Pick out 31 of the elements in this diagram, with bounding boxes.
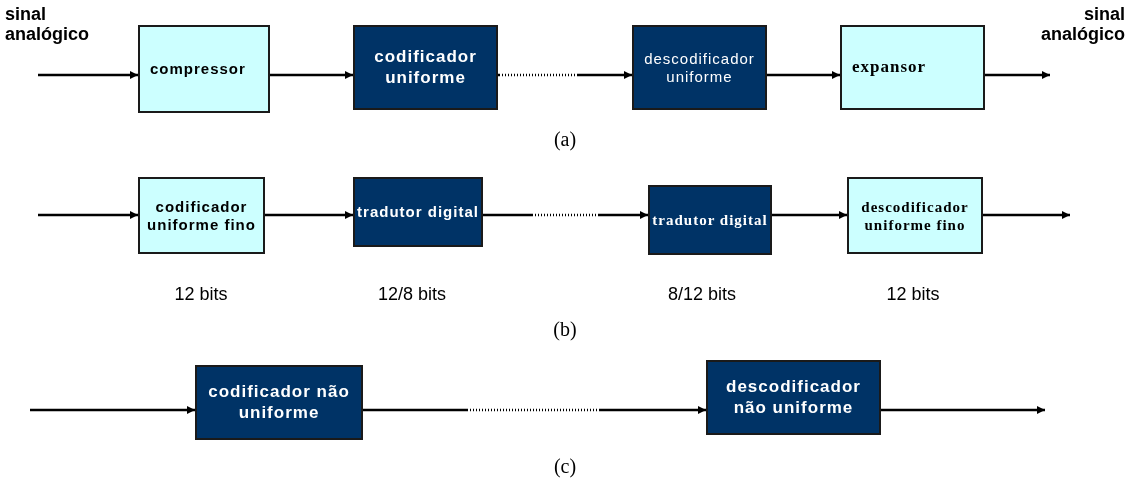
bit-count-label: 12 bits [885, 284, 941, 305]
arrow [30, 406, 195, 414]
process-box: codificador não uniforme [195, 365, 363, 440]
arrow [363, 406, 706, 414]
arrow [772, 211, 847, 219]
arrow [483, 211, 648, 219]
bit-count-label: 8/12 bits [666, 284, 737, 305]
process-box: descodificador não uniforme [706, 360, 881, 435]
arrow [881, 406, 1045, 414]
signal-label: sinal analógico [1040, 5, 1125, 45]
arrow [270, 71, 353, 79]
panel-label: (c) [552, 455, 578, 477]
bit-count-label: 12/8 bits [376, 284, 447, 305]
process-box: tradutor digital [648, 185, 772, 255]
process-box: codificador uniforme fino [138, 177, 265, 254]
arrow [38, 211, 138, 219]
process-box: tradutor digital [353, 177, 483, 247]
panel-label: (a) [552, 128, 578, 150]
arrow [983, 211, 1070, 219]
panel-label: (b) [552, 318, 578, 340]
bit-count-label: 12 bits [173, 284, 229, 305]
arrow [985, 71, 1050, 79]
signal-label: sinal analógico [5, 5, 90, 45]
arrow [767, 71, 840, 79]
process-box: descodificador uniforme [632, 25, 767, 110]
process-box: codificador uniforme [353, 25, 498, 110]
process-box: compressor [138, 25, 270, 113]
process-box: descodificador uniforme fino [847, 177, 983, 254]
process-box: expansor [840, 25, 985, 110]
arrow [265, 211, 353, 219]
arrow [38, 71, 138, 79]
